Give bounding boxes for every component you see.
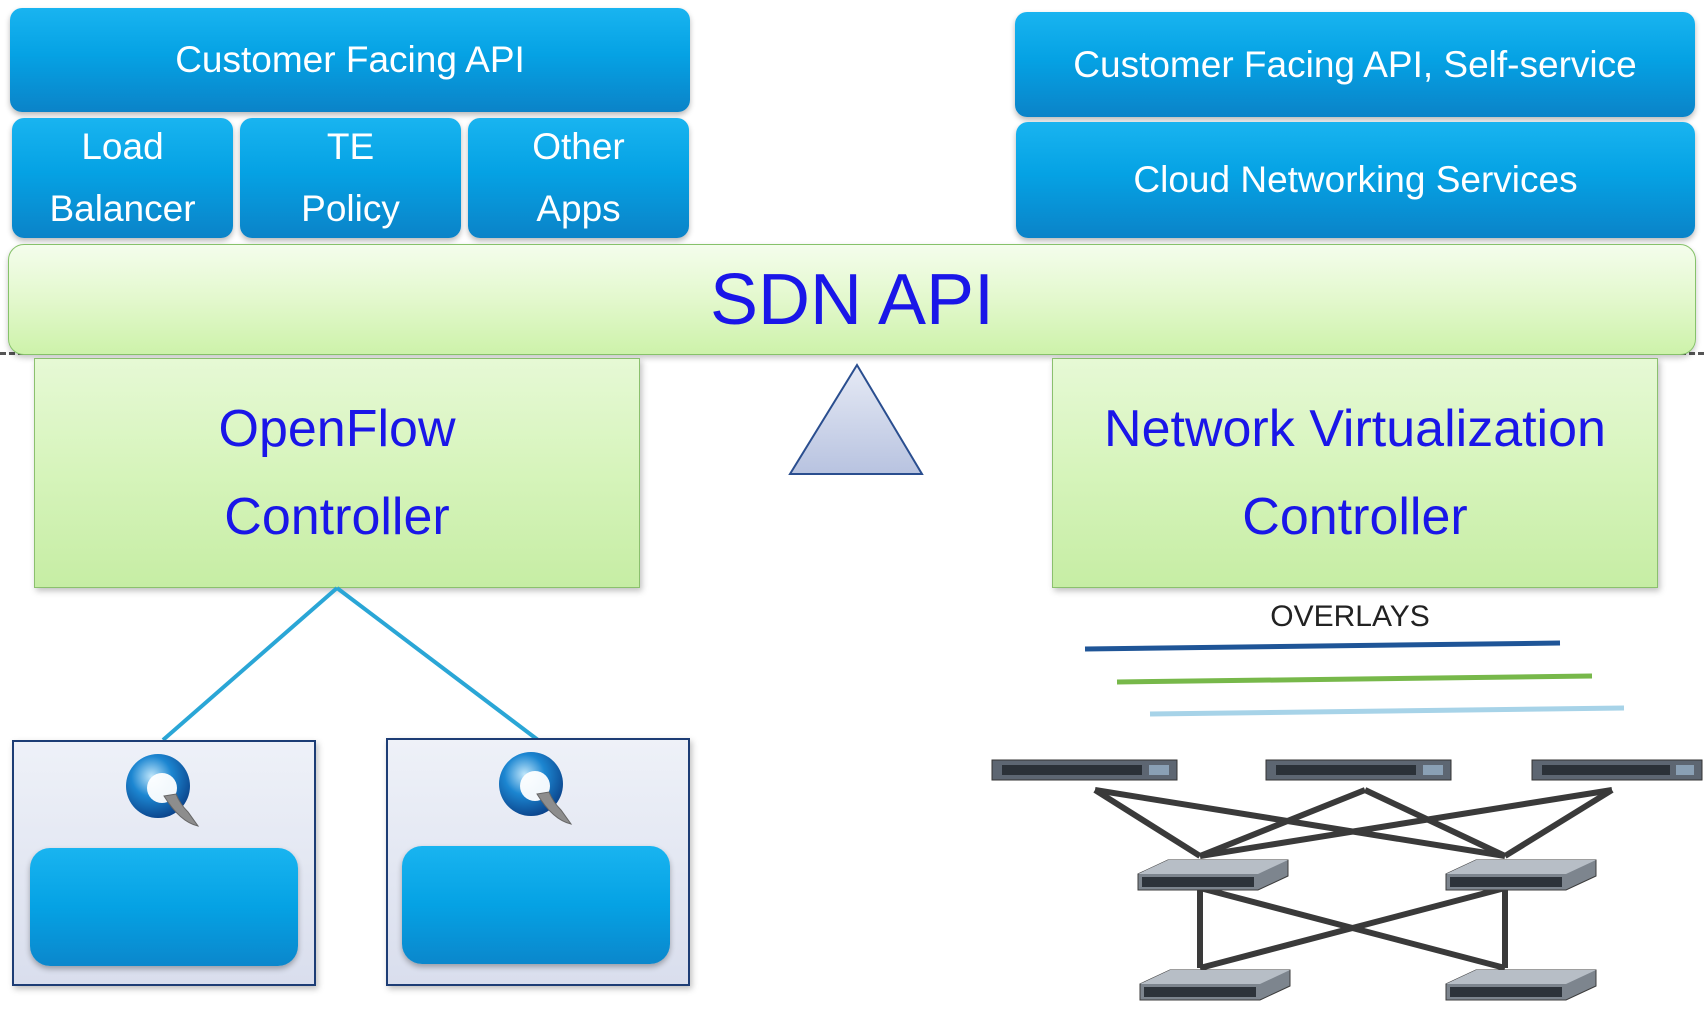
customer-facing-api-label: Customer Facing API xyxy=(175,39,525,80)
customer-facing-api-self-service-box: Customer Facing API, Self-service xyxy=(1015,12,1695,117)
openflow-link-right xyxy=(335,586,540,742)
te-policy-label-line2: Policy xyxy=(301,188,400,229)
te-policy-box: TE Policy xyxy=(240,118,461,238)
server-left xyxy=(12,740,316,986)
customer-facing-api-box: Customer Facing API xyxy=(10,8,690,112)
fabric-links xyxy=(1093,787,1614,971)
core-switch-icon xyxy=(1137,859,1289,891)
access-switch-icon xyxy=(991,759,1178,781)
cloud-networking-services-box: Cloud Networking Services xyxy=(1016,122,1695,238)
network-virtualization-controller-box: Network Virtualization Controller xyxy=(1052,358,1658,588)
cloud-networking-services-label: Cloud Networking Services xyxy=(1133,159,1578,200)
overlay-line-1 xyxy=(1084,640,1561,652)
openflow-link-left xyxy=(161,586,339,742)
sdn-api-layer: SDN API xyxy=(8,244,1696,355)
network-virtualization-controller-label-line2: Controller xyxy=(1242,488,1468,546)
load-balancer-box: Load Balancer xyxy=(12,118,233,238)
overlay-line-2 xyxy=(1116,673,1593,685)
fulcrum-triangle xyxy=(788,363,924,475)
access-switch-icon xyxy=(1265,759,1452,781)
server-right xyxy=(386,738,690,986)
load-balancer-label-line2: Balancer xyxy=(49,188,196,229)
server-left-app-box xyxy=(30,848,298,966)
core-switch-icon xyxy=(1445,859,1597,891)
server-right-app-box xyxy=(402,846,670,964)
overlay-line-3 xyxy=(1149,705,1625,717)
openflow-controller-label-line2: Controller xyxy=(224,488,450,546)
openflow-controller-label-line1: OpenFlow xyxy=(218,400,456,458)
customer-facing-api-self-service-label: Customer Facing API, Self-service xyxy=(1073,43,1637,85)
overlays-label: OVERLAYS xyxy=(1270,600,1430,633)
core-switch-icon xyxy=(1445,969,1597,1001)
te-policy-label-line1: TE xyxy=(326,126,375,167)
access-switch-icon xyxy=(1531,759,1703,781)
other-apps-label-line2: Apps xyxy=(536,188,621,229)
other-apps-label-line1: Other xyxy=(532,126,625,167)
network-virtualization-controller-label-line1: Network Virtualization xyxy=(1104,400,1606,458)
sdn-api-label: SDN API xyxy=(709,259,995,340)
core-switch-icon xyxy=(1139,969,1291,1001)
other-apps-box: Other Apps xyxy=(468,118,689,238)
load-balancer-label-line1: Load xyxy=(81,126,164,167)
openflow-controller-box: OpenFlow Controller xyxy=(34,358,640,588)
